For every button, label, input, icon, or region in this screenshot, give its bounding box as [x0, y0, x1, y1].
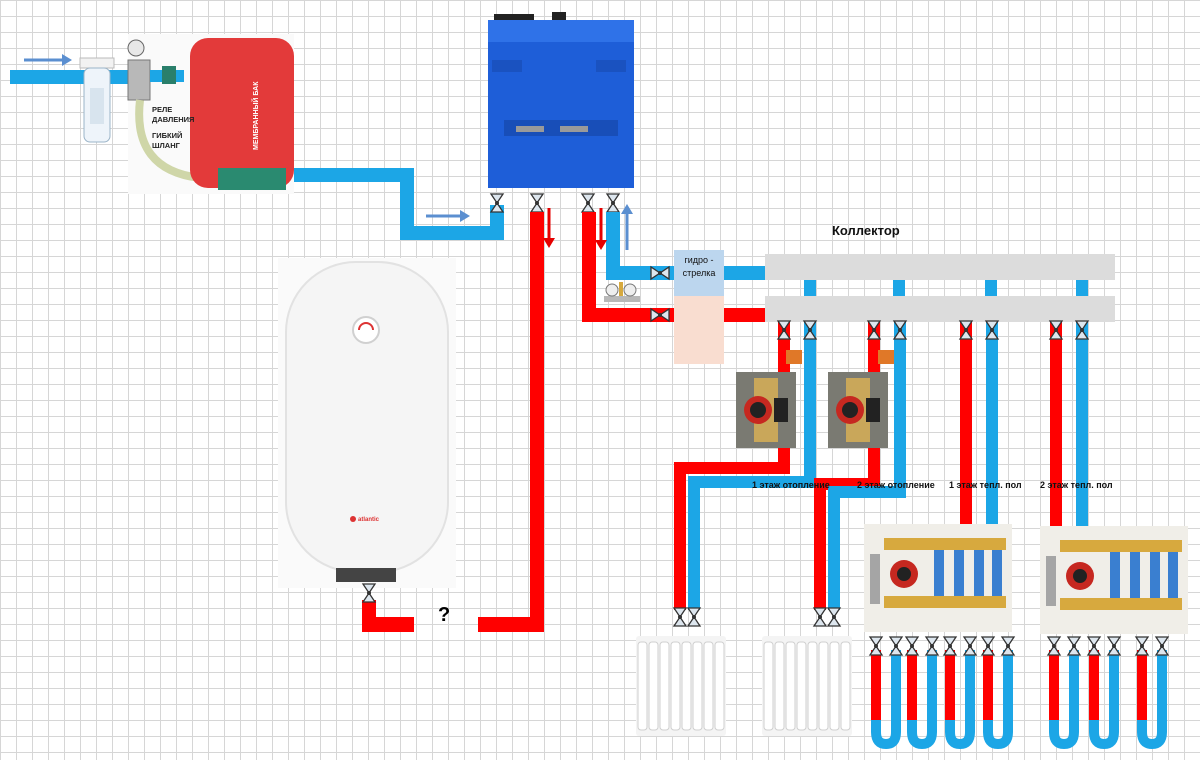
hose-label-1: ГИБКИЙ [152, 131, 182, 140]
return-arrow-icon [621, 204, 633, 250]
radiator-1-valve-b[interactable] [687, 607, 701, 627]
boiler-return-valve[interactable] [606, 193, 620, 213]
hydro-separator-label: гидро - стрелка [676, 254, 722, 280]
hydro-label-line2: стрелка [682, 268, 716, 278]
supply-arrow-icon [595, 208, 607, 250]
relay-label-2: ДАВЛЕНИЯ [152, 115, 194, 124]
safety-group [604, 282, 640, 302]
boiler-return-pipe [606, 212, 674, 280]
collector-stubs [804, 280, 1088, 296]
underfloor-manifold-2 [1040, 526, 1188, 634]
pump-station-panel: МЕМБРАННЫЙ БАК РЕЛЕ ДАВЛЕНИЯ ГИБКИЙ ШЛАН… [127, 34, 294, 194]
radiator-2-valve-a[interactable] [813, 607, 827, 627]
underfloor-valves[interactable] [869, 636, 1169, 656]
hose-label-2: ШЛАНГ [152, 141, 181, 150]
heater-valve[interactable] [362, 583, 376, 603]
underfloor-loops-2 [1049, 650, 1167, 750]
question-mark: ? [438, 604, 451, 626]
water-heater: atlantic [278, 258, 456, 588]
collector-return-bar [765, 254, 1115, 280]
radiator-2-valve-b[interactable] [827, 607, 841, 627]
down-arrow-icon [543, 208, 555, 248]
water-filter [79, 57, 115, 143]
hydro-label-line1: гидро - [684, 255, 714, 265]
underfloor-loops-1 [871, 650, 1013, 750]
hot-line-to-heater [362, 212, 544, 632]
hydraulic-separator [674, 250, 724, 364]
label-floor1-underfloor: 1 этаж тепл. пол [949, 480, 1022, 490]
radiator-1 [635, 635, 727, 737]
relay-label-1: РЕЛЕ [152, 105, 172, 114]
separator-return-link [724, 266, 766, 280]
circulation-pump-1 [736, 372, 796, 448]
circulation-pump-2 [828, 372, 888, 448]
radiator-1-valve-a[interactable] [673, 607, 687, 627]
label-floor2-underfloor: 2 этаж тепл. пол [1040, 480, 1113, 490]
tank-label: МЕМБРАННЫЙ БАК [251, 81, 260, 150]
circuit-4-pipes [1050, 322, 1088, 528]
circuit-1-pipes [674, 322, 816, 610]
boiler-supply-valve[interactable] [581, 193, 595, 213]
boiler-inlet-valve[interactable] [490, 193, 504, 213]
underfloor-manifold-1 [864, 524, 1012, 632]
heater-brand: atlantic [358, 517, 380, 523]
separator-supply-link [724, 308, 766, 322]
circuit-3-pipes [960, 322, 998, 528]
radiator-2 [761, 635, 853, 737]
collector-supply-bar [765, 296, 1115, 322]
label-floor2-heating: 2 этаж отопление [857, 480, 935, 490]
boiler [488, 12, 634, 188]
boiler-outlet-valve[interactable] [530, 193, 544, 213]
inlet-arrow-icon [24, 54, 72, 66]
flow-arrow-icon [426, 210, 470, 222]
collector-title: Коллектор [832, 223, 900, 238]
label-floor1-heating: 1 этаж отопление [752, 480, 830, 490]
